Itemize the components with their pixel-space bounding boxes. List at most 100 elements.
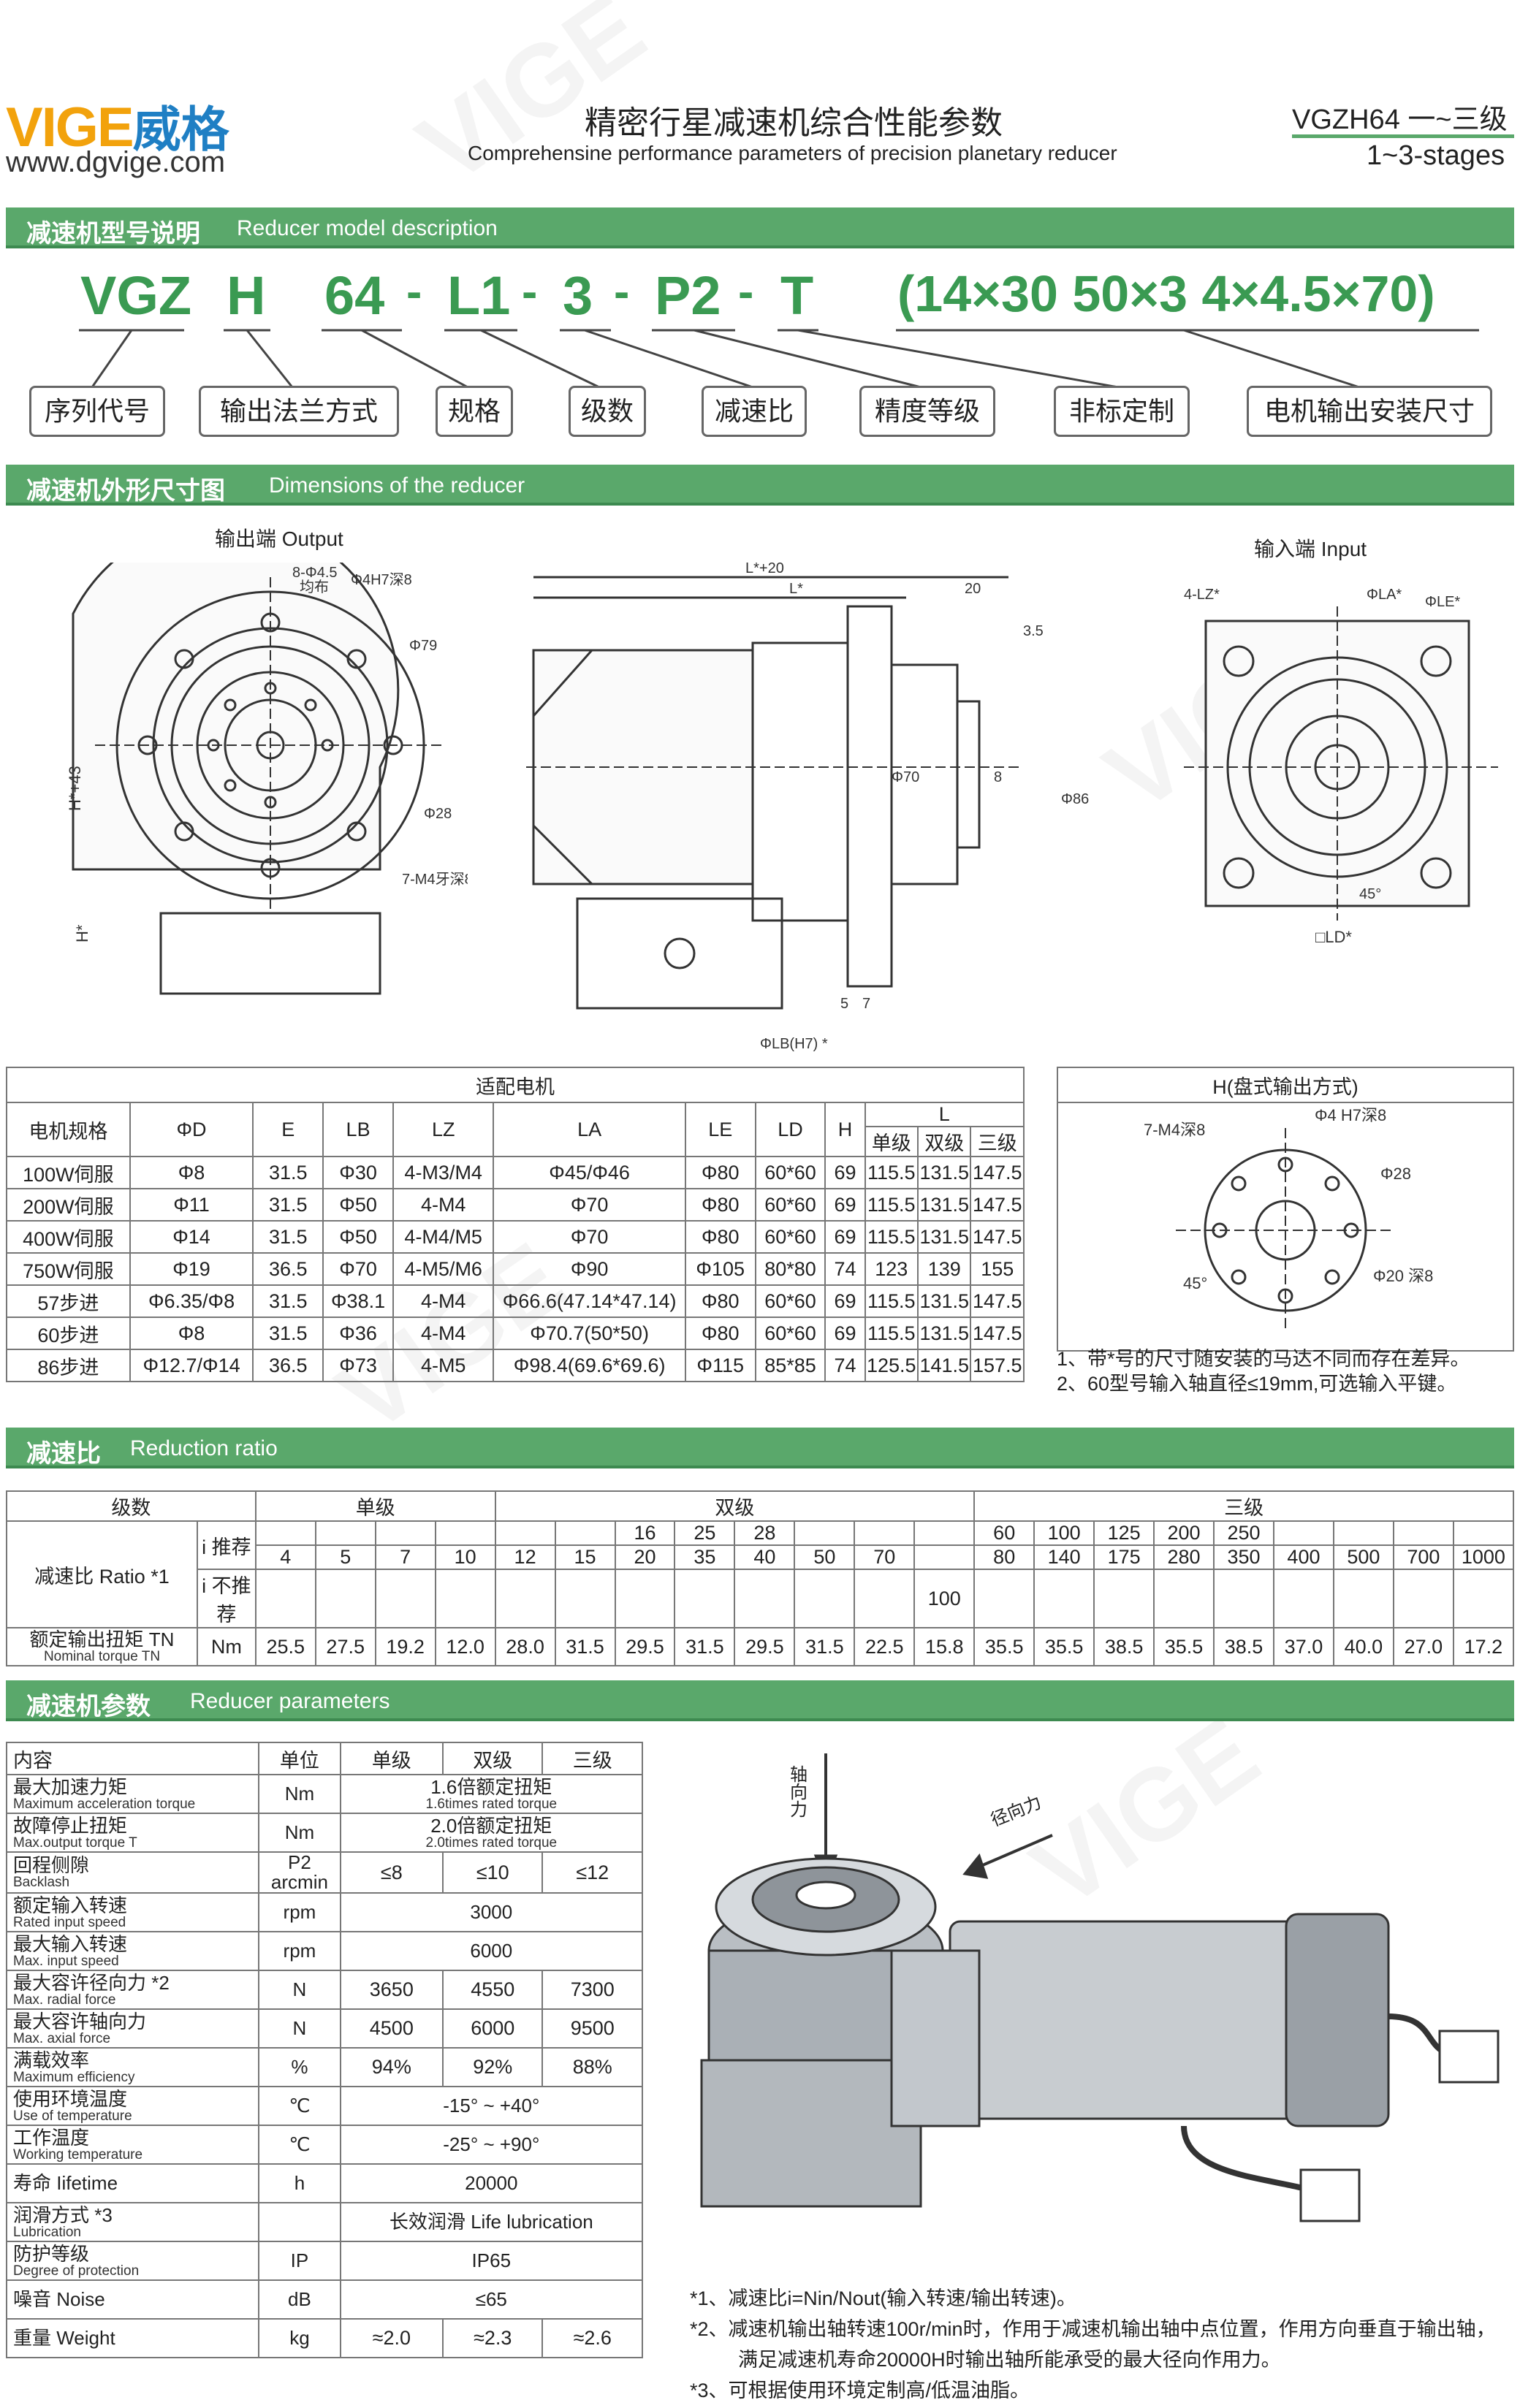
- ratio-cell: [1392, 1520, 1454, 1546]
- table-cell: 123: [864, 1252, 919, 1286]
- ratio-cell: [973, 1569, 1036, 1628]
- table-cell: 31.5: [252, 1188, 324, 1222]
- param-value: 3650: [339, 1970, 444, 2010]
- param-value: 88%: [542, 2047, 643, 2087]
- ratio-cell: 28: [734, 1520, 796, 1546]
- table-cell: Φ90: [493, 1252, 686, 1286]
- table-cell: Φ115: [684, 1349, 756, 1382]
- table-cell: 69: [824, 1317, 866, 1350]
- svg-text:ΦLB(H7) *: ΦLB(H7) *: [760, 1036, 828, 1052]
- ratio-cell: 50: [794, 1544, 856, 1570]
- param-unit: h: [258, 2163, 341, 2203]
- ratio-cell: [314, 1520, 376, 1546]
- table-cell: Φ80: [684, 1188, 756, 1222]
- param-value: ≈2.0: [339, 2318, 444, 2358]
- ratio-cell: [913, 1520, 976, 1546]
- input-flange-drawing: 4-LZ* ΦLA* ΦLE* 45° □LD*: [1184, 587, 1498, 946]
- table-cell: Φ8: [129, 1156, 254, 1189]
- h-note-2: 2、60型号输入轴直径≤19mm,可选输入平键。: [1057, 1373, 1457, 1395]
- param-value: ≤10: [441, 1851, 544, 1894]
- table-cell: 115.5: [864, 1156, 919, 1189]
- axial-force-label: 轴向力: [787, 1765, 807, 1818]
- model-connector-lines: [79, 329, 1479, 389]
- ratio-cell: 15: [554, 1544, 616, 1570]
- ratio-cell: [554, 1520, 616, 1546]
- table-cell: 31.5: [252, 1156, 324, 1189]
- motor-table: 适配电机 电机规格 ΦD E LB LZ LA LE LD H L 单级 双级 …: [6, 1067, 1025, 1382]
- table-cell: 60*60: [754, 1317, 826, 1350]
- table-cell: 4-M3/M4: [392, 1156, 495, 1189]
- ratio-cell: 37.0: [1272, 1627, 1334, 1666]
- param-value: 3000: [339, 1892, 644, 1932]
- ratio-cell: [494, 1569, 556, 1628]
- ratio-cell: [1093, 1569, 1155, 1628]
- code-dash: -: [406, 265, 422, 318]
- table-cell: 147.5: [970, 1284, 1025, 1318]
- ratio-cell: [1332, 1520, 1394, 1546]
- ratio-cell: [374, 1520, 436, 1546]
- table-cell: 31.5: [252, 1220, 324, 1254]
- code-ratio: 3: [563, 265, 593, 326]
- table-cell: 60步进: [6, 1317, 131, 1350]
- param-value: -15° ~ +40°: [339, 2086, 644, 2126]
- table-cell: Φ80: [684, 1156, 756, 1189]
- table-cell: Φ80: [684, 1284, 756, 1318]
- ratio-cell: [794, 1569, 856, 1628]
- table-cell: Φ70.7(50*50): [493, 1317, 686, 1350]
- code-custom: T: [780, 265, 814, 326]
- svg-text:Φ86: Φ86: [1061, 791, 1089, 807]
- param-value: 6000: [441, 2008, 544, 2049]
- ratio-cell: [434, 1520, 496, 1546]
- param-value: IP65: [339, 2241, 644, 2281]
- code-dash: -: [614, 265, 630, 318]
- label-series: 序列代号: [29, 386, 165, 437]
- table-cell: 147.5: [970, 1220, 1025, 1254]
- param-value: -25° ~ +90°: [339, 2125, 644, 2165]
- table-cell: 36.5: [252, 1349, 324, 1382]
- ratio-cell: [913, 1544, 976, 1570]
- ratio-cell: 31.5: [674, 1627, 736, 1666]
- svg-text:H*+43: H*+43: [66, 766, 84, 811]
- table-cell: 4-M4: [392, 1188, 495, 1222]
- ratio-cell: [1452, 1569, 1515, 1628]
- ratio-cell: [554, 1569, 616, 1628]
- table-cell: 80*80: [754, 1252, 826, 1286]
- ratio-cell: 27.0: [1392, 1627, 1454, 1666]
- ratio-cell: 500: [1332, 1544, 1394, 1570]
- table-cell: 36.5: [252, 1252, 324, 1286]
- ratio-cell: [1272, 1569, 1334, 1628]
- footnote-2-continued: 满足减速机寿命20000H时输出轴所能承受的最大径向作用力。: [738, 2349, 1281, 2371]
- param-value: 4500: [339, 2008, 444, 2049]
- ratio-cell: 250: [1213, 1520, 1274, 1546]
- ratio-cell: [1452, 1520, 1515, 1546]
- ratio-cell: 16: [614, 1520, 676, 1546]
- ratio-cell: 100: [913, 1569, 976, 1628]
- param-unit: N: [258, 2008, 341, 2049]
- label-size: 规格: [436, 386, 513, 437]
- ratio-cell: 20: [614, 1544, 676, 1570]
- svg-text:8-Φ4.5: 8-Φ4.5: [292, 565, 338, 581]
- section-dimensions: 减速机外形尺寸图 Dimensions of the reducer: [6, 465, 1514, 506]
- ratio-cell: 19.2: [374, 1627, 436, 1666]
- table-cell: Φ80: [684, 1220, 756, 1254]
- footnote-1: *1、减速比i=Nin/Nout(输入转速/输出转速)。: [690, 2287, 1076, 2309]
- ratio-cell: 60: [973, 1520, 1036, 1546]
- reducer-product-photo: 轴向力 径向力: [700, 1753, 1500, 2222]
- table-cell: 86步进: [6, 1349, 131, 1382]
- section-reduction-ratio: 减速比 Reduction ratio: [6, 1428, 1514, 1468]
- ratio-cell: 25: [674, 1520, 736, 1546]
- output-side-label: 输出端 Output: [215, 527, 343, 550]
- ratio-cell: 22.5: [854, 1627, 916, 1666]
